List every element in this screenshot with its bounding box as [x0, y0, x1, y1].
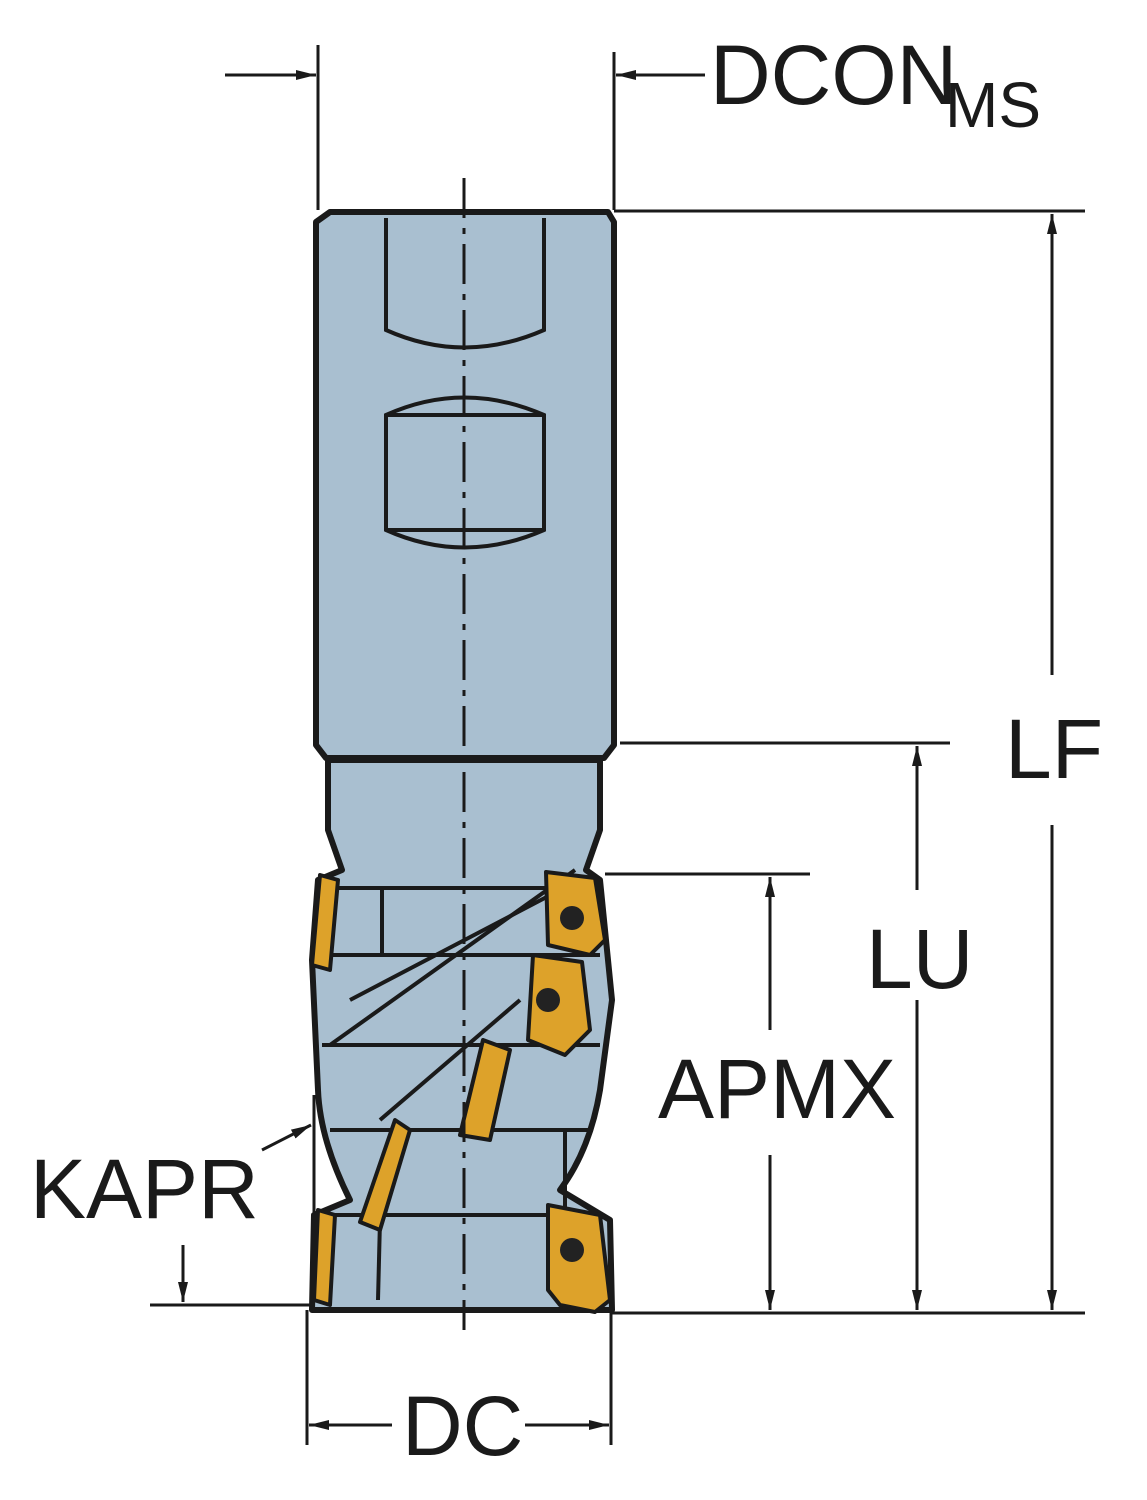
label-lf: LF [1005, 702, 1103, 796]
dimension-apmx: APMX [605, 872, 896, 1310]
label-lu: LU [866, 912, 973, 1006]
dimension-dc: DC [305, 1310, 613, 1473]
dimension-kapr: KAPR [30, 1095, 316, 1307]
label-kapr: KAPR [30, 1142, 259, 1236]
insert-screw-icon [560, 906, 584, 930]
insert [310, 873, 340, 972]
insert [312, 1208, 337, 1307]
label-apmx: APMX [658, 1042, 896, 1136]
insert-screw-icon [560, 1238, 584, 1262]
dimension-dcon: DCON MS [225, 28, 1041, 210]
insert [526, 953, 592, 1057]
insert [358, 1118, 412, 1232]
insert-screw-icon [536, 988, 560, 1012]
label-dcon: DCON [710, 28, 957, 122]
insert [458, 1038, 512, 1142]
inserts [310, 870, 612, 1314]
dimension-lf: LF [612, 209, 1103, 1315]
label-dc: DC [402, 1379, 523, 1473]
label-dcon-sub: MS [945, 69, 1041, 141]
dimension-lu: LU [620, 741, 973, 1310]
